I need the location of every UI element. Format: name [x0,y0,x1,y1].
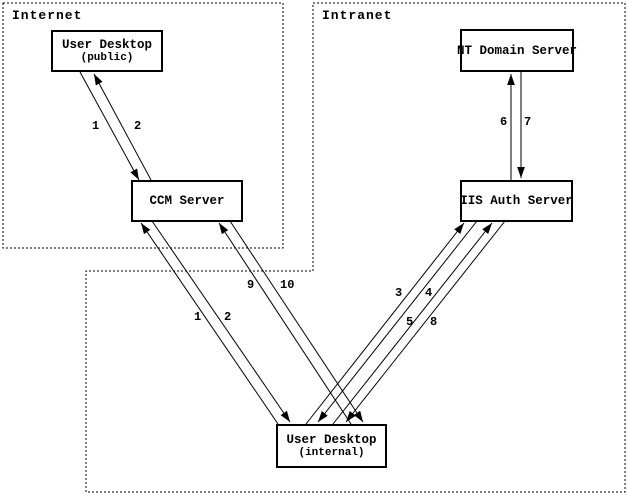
node-title: User Desktop [286,433,377,447]
flow-label-8: 8 [430,315,438,329]
flow-label-9: 9 [247,278,255,292]
flow-label-5: 5 [406,315,414,329]
flow-line-public-1 [79,71,140,181]
flow-line-4 [317,220,478,423]
flow-line-10 [229,220,364,423]
node-title: IIS Auth Server [460,194,573,208]
flow-line-internal-2 [151,220,291,423]
flow-line-9 [218,222,352,425]
node-user-desktop-internal: User Desktop (internal) [276,424,387,468]
flow-label-4: 4 [425,286,433,300]
node-subtitle: (public) [80,52,134,64]
flow-line-5 [332,222,493,425]
flow-label-6: 6 [500,115,508,129]
flow-line-internal-1 [140,222,279,425]
node-title: NT Domain Server [456,43,578,58]
flow-label-7: 7 [524,115,532,129]
internet-zone-label: Internet [12,8,83,23]
flow-label-3: 3 [395,286,403,300]
node-title: User Desktop [61,38,152,52]
intranet-zone-border [85,2,626,493]
flow-line-8 [345,220,506,423]
node-title: CCM Server [149,194,225,208]
flow-label-internal-2: 2 [224,310,232,324]
flow-line-3 [305,222,465,425]
flow-label-internal-1: 1 [194,310,202,324]
node-subtitle: (internal) [298,447,365,459]
node-nt-domain-server: NT Domain Server [456,29,578,72]
node-ccm-server: CCM Server [131,180,243,222]
flow-line-public-2 [93,73,152,181]
flow-label-public-1: 1 [92,119,100,133]
node-user-desktop-public: User Desktop (public) [51,30,163,72]
intranet-zone-label: Intranet [322,8,393,23]
flow-lines [79,71,525,425]
internet-zone-border [2,2,284,249]
flow-label-public-2: 2 [134,119,142,133]
flow-label-10: 10 [280,278,295,292]
node-iis-auth-server: IIS Auth Server [460,180,573,222]
